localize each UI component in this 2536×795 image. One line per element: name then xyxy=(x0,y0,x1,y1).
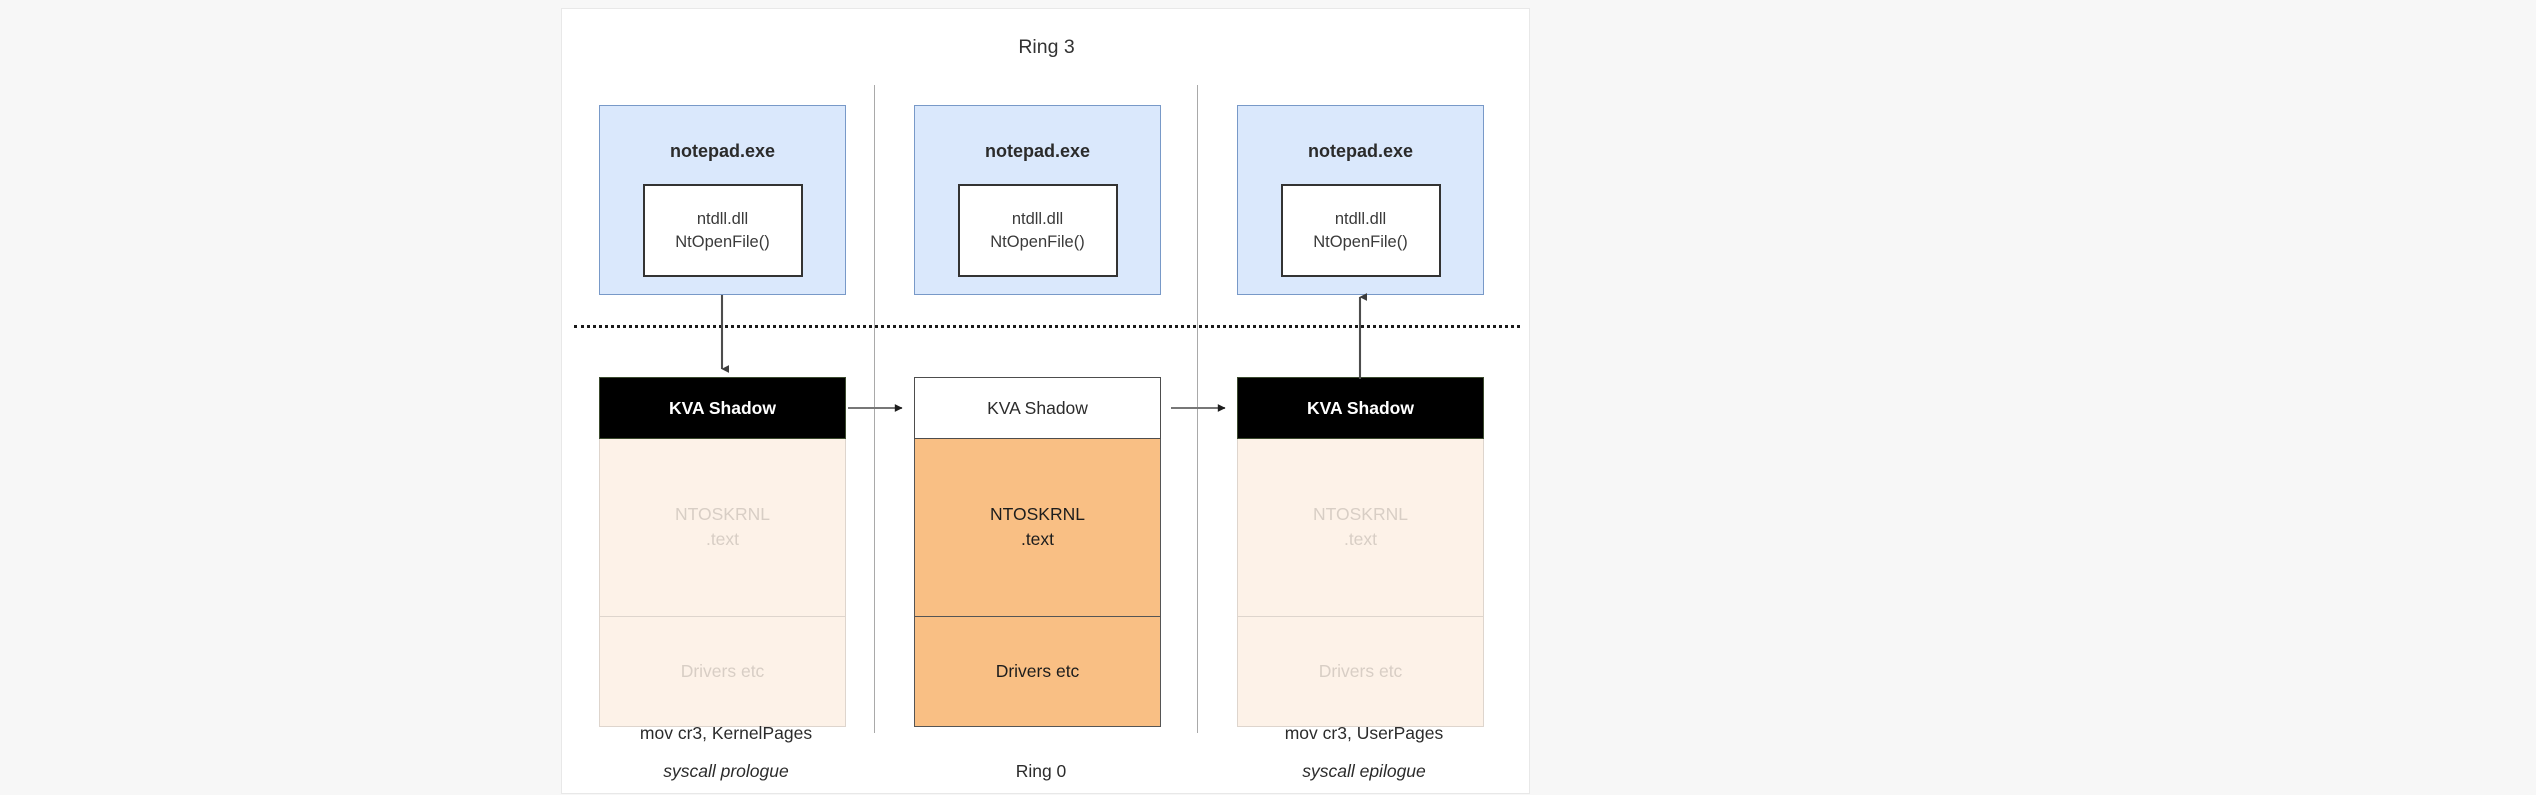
user-process-box[interactable]: notepad.exe ntdll.dll NtOpenFile() xyxy=(914,105,1161,295)
module-function-label: NtOpenFile() xyxy=(675,232,770,251)
ntoskrnl-section-label: .text xyxy=(1020,529,1055,549)
column-syscall-epilogue: notepad.exe ntdll.dll NtOpenFile() KVA S… xyxy=(1208,9,1520,795)
ntoskrnl-text-block[interactable]: NTOSKRNL .text xyxy=(599,439,846,617)
ntoskrnl-section-label: .text xyxy=(1343,529,1378,549)
user-process-box[interactable]: notepad.exe ntdll.dll NtOpenFile() xyxy=(1237,105,1484,295)
module-name-label: ntdll.dll xyxy=(1334,210,1387,229)
diagram-card: Ring 3 notepad.exe ntdll.dll NtOpenFile(… xyxy=(561,8,1530,794)
caption-phase: Ring 0 xyxy=(1015,761,1067,781)
column-ring0: notepad.exe ntdll.dll NtOpenFile() KVA S… xyxy=(885,9,1197,795)
process-name-label: notepad.exe xyxy=(984,141,1091,161)
process-name-label: notepad.exe xyxy=(1307,141,1414,161)
drivers-block[interactable]: Drivers etc xyxy=(1237,617,1484,727)
ntoskrnl-label: NTOSKRNL xyxy=(675,504,770,525)
drivers-block[interactable]: Drivers etc xyxy=(914,617,1161,727)
kva-shadow-block[interactable]: KVA Shadow xyxy=(914,377,1161,439)
module-name-label: ntdll.dll xyxy=(1011,210,1064,229)
kernel-memory-stack: KVA Shadow NTOSKRNL .text Drivers etc xyxy=(1237,377,1484,727)
module-name-label: ntdll.dll xyxy=(696,210,749,229)
ntoskrnl-label: NTOSKRNL xyxy=(990,504,1085,525)
caption-phase: syscall prologue xyxy=(663,761,789,781)
drivers-label: Drivers etc xyxy=(680,660,765,681)
column-syscall-prologue: notepad.exe ntdll.dll NtOpenFile() KVA S… xyxy=(570,9,882,795)
ntoskrnl-section-label: .text xyxy=(705,529,740,549)
column-separator-2 xyxy=(1197,85,1198,733)
ntoskrnl-label: NTOSKRNL xyxy=(1313,504,1408,525)
kernel-memory-stack: KVA Shadow NTOSKRNL .text Drivers etc xyxy=(599,377,846,727)
module-function-label: NtOpenFile() xyxy=(990,232,1085,251)
process-name-label: notepad.exe xyxy=(669,141,776,161)
drivers-label: Drivers etc xyxy=(1318,660,1403,681)
kernel-memory-stack: KVA Shadow NTOSKRNL .text Drivers etc xyxy=(914,377,1161,727)
ntoskrnl-text-block[interactable]: NTOSKRNL .text xyxy=(914,439,1161,617)
ntdll-module-box[interactable]: ntdll.dll NtOpenFile() xyxy=(957,184,1118,277)
ntdll-module-box[interactable]: ntdll.dll NtOpenFile() xyxy=(642,184,803,277)
caption-mov-cr3: mov cr3, UserPages xyxy=(1284,723,1444,743)
user-process-box[interactable]: notepad.exe ntdll.dll NtOpenFile() xyxy=(599,105,846,295)
drivers-block[interactable]: Drivers etc xyxy=(599,617,846,727)
kva-shadow-block[interactable]: KVA Shadow xyxy=(1237,377,1484,439)
caption-phase: syscall epilogue xyxy=(1302,761,1426,781)
drivers-label: Drivers etc xyxy=(995,660,1080,681)
ntdll-module-box[interactable]: ntdll.dll NtOpenFile() xyxy=(1280,184,1441,277)
kva-shadow-block[interactable]: KVA Shadow xyxy=(599,377,846,439)
ntoskrnl-text-block[interactable]: NTOSKRNL .text xyxy=(1237,439,1484,617)
caption-mov-cr3: mov cr3, KernelPages xyxy=(639,723,813,743)
ring-boundary-divider xyxy=(574,325,1520,328)
ring3-title: Ring 3 xyxy=(1018,36,1075,58)
module-function-label: NtOpenFile() xyxy=(1313,232,1408,251)
